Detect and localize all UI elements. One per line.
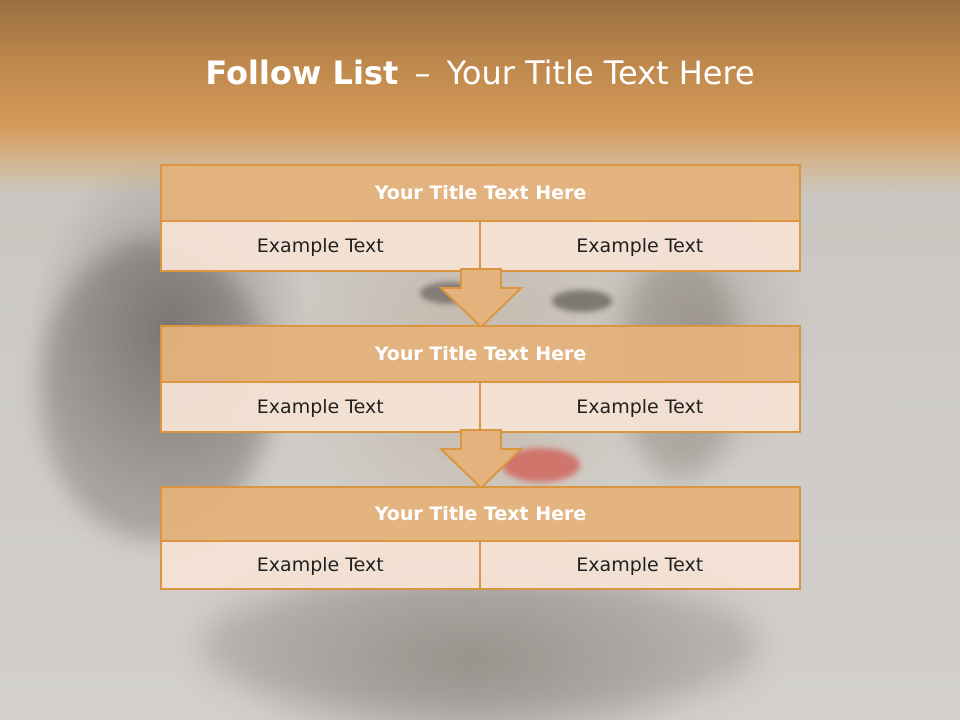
- block-title: Your Title Text Here: [160, 164, 801, 222]
- follow-list-block-2: Your Title Text Here Example Text Exampl…: [160, 325, 801, 433]
- follow-list-block-1: Your Title Text Here Example Text Exampl…: [160, 164, 801, 272]
- block-title: Your Title Text Here: [160, 325, 801, 383]
- block-row: Example Text Example Text: [160, 383, 801, 433]
- slide-title-separator: –: [414, 54, 431, 92]
- arrow-down-icon: [439, 268, 523, 328]
- follow-list-block-3: Your Title Text Here Example Text Exampl…: [160, 486, 801, 590]
- block-cell-right: Example Text: [480, 222, 801, 272]
- block-cell-left: Example Text: [160, 383, 481, 433]
- background-fur: [200, 570, 760, 720]
- block-cell-left: Example Text: [160, 542, 481, 590]
- slide-title-text: Your Title Text Here: [446, 54, 755, 92]
- block-row: Example Text Example Text: [160, 542, 801, 590]
- block-title: Your Title Text Here: [160, 486, 801, 542]
- block-row: Example Text Example Text: [160, 222, 801, 272]
- arrow-down-icon: [439, 429, 523, 489]
- background-eye: [552, 290, 612, 312]
- block-cell-right: Example Text: [480, 383, 801, 433]
- slide-title: Follow List – Your Title Text Here: [0, 54, 960, 92]
- block-cell-left: Example Text: [160, 222, 481, 272]
- block-cell-right: Example Text: [480, 542, 801, 590]
- slide-title-bold: Follow List: [205, 54, 399, 92]
- title-banner: [0, 0, 960, 195]
